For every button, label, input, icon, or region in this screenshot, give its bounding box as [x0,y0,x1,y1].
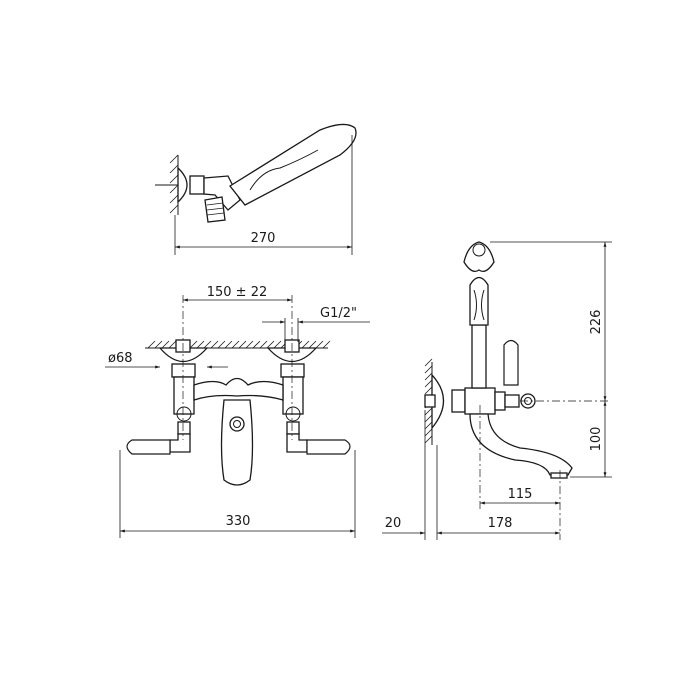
dim-20: 20 [385,516,402,531]
dim-diameter: ø68 [108,351,133,366]
side-view: 226 100 115 20 178 [382,241,612,540]
dim-330: 330 [226,514,251,529]
dim-178: 178 [488,516,513,531]
dim-115: 115 [508,487,533,502]
dim-thread: G1/2" [320,306,357,321]
hand-shower-view: 270 [155,123,357,255]
front-view: 150 ± 22 G1/2" ø68 330 [105,285,370,538]
dim-270: 270 [251,231,276,246]
dim-100: 100 [589,427,604,452]
dim-150: 150 ± 22 [207,285,268,300]
dim-226: 226 [589,310,604,335]
